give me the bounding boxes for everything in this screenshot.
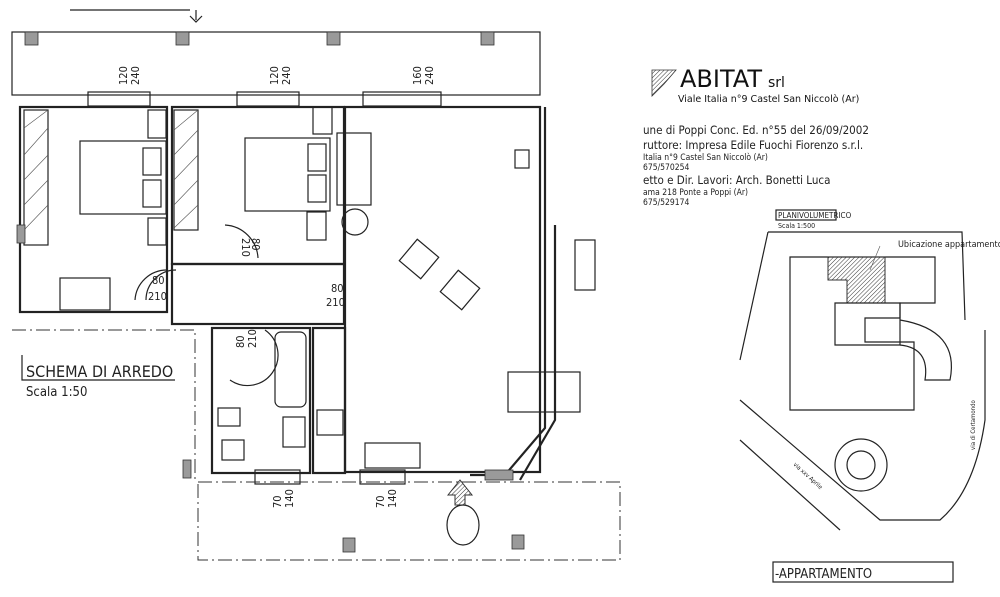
company-name: ABITAT xyxy=(680,65,762,93)
dim-label: 80 xyxy=(152,274,165,287)
hallway xyxy=(170,262,346,326)
top-terrace xyxy=(11,31,541,96)
fireplace xyxy=(574,239,596,291)
window xyxy=(236,91,300,107)
pillar xyxy=(480,31,495,46)
wardrobe xyxy=(23,109,49,246)
company-suffix: srl xyxy=(768,75,785,91)
nightstand xyxy=(147,217,167,246)
dim-label: 140 xyxy=(386,489,399,508)
location-label: Ubicazione appartamento xyxy=(898,240,1000,250)
nightstand xyxy=(147,109,167,139)
entrance-arrow-icon xyxy=(446,479,474,506)
desk xyxy=(59,277,111,311)
info-line: 675/529174 xyxy=(643,198,689,208)
sofa xyxy=(336,132,372,206)
floor-plan-scale: Scala 1:50 xyxy=(26,385,87,400)
dim-label: 70 xyxy=(374,495,387,508)
floor-plan-title: SCHEMA DI ARREDO xyxy=(26,362,173,381)
site-plan-scale: Scala 1:500 xyxy=(778,222,815,230)
apartment-location xyxy=(827,256,886,304)
info-line: ruttore: Impresa Edile Fuochi Fiorenzo s… xyxy=(643,138,863,152)
pillar xyxy=(24,31,39,46)
pillar xyxy=(326,31,341,46)
company-header: ABITAT srl Viale Italia n°9 Castel San N… xyxy=(643,65,869,208)
bottom-balcony xyxy=(197,481,621,561)
nightstand xyxy=(312,106,333,135)
street-label: via xxv Aprile xyxy=(792,461,824,491)
info-line: ama 218 Ponte a Poppi (Ar) xyxy=(643,188,748,198)
dim-label: 240 xyxy=(280,66,293,85)
dim-label: 120 xyxy=(117,66,130,85)
pillar xyxy=(175,31,190,46)
wardrobe xyxy=(173,109,199,231)
sink xyxy=(282,416,306,448)
dim-label: 240 xyxy=(129,66,142,85)
info-line: 675/570254 xyxy=(643,163,689,173)
dim-label: 210 xyxy=(326,296,345,309)
site-plan: PLANIVOLUMETRICO Scala 1:500 Ubicazione … xyxy=(739,209,1000,531)
bathtub xyxy=(274,331,307,408)
footer-label: -APPARTAMENTO xyxy=(775,567,872,582)
entry-arrow-icon xyxy=(70,9,203,23)
door-swing xyxy=(224,224,259,259)
info-line: etto e Dir. Lavori: Arch. Bonetti Luca xyxy=(643,173,830,187)
window xyxy=(362,91,442,107)
armchair xyxy=(398,238,440,280)
window xyxy=(87,91,151,107)
double-bed xyxy=(244,137,331,212)
dim-label: 70 xyxy=(271,495,284,508)
bedroom-1 xyxy=(18,105,169,314)
site-plan-title: PLANIVOLUMETRICO xyxy=(778,211,852,220)
living-room xyxy=(343,105,542,474)
bathroom xyxy=(210,326,312,475)
dim-label: 120 xyxy=(268,66,281,85)
company-address: Viale Italia n°9 Castel San Niccolò (Ar) xyxy=(678,94,859,105)
dim-label: 160 xyxy=(411,66,424,85)
bidet xyxy=(217,407,241,427)
kitchen xyxy=(311,326,347,475)
armchair xyxy=(439,269,481,311)
info-line: une di Poppi Conc. Ed. n°55 del 26/09/20… xyxy=(643,123,869,137)
company-logo xyxy=(651,69,677,97)
footer-label-box xyxy=(772,561,954,583)
building-footprint xyxy=(789,256,936,411)
dim-label: 210 xyxy=(239,238,252,257)
nightstand xyxy=(306,211,327,241)
double-bed xyxy=(79,140,167,215)
dim-label: 210 xyxy=(148,290,167,303)
street-label: via di Certamondo xyxy=(970,400,977,451)
toilet xyxy=(221,439,245,461)
info-line: Italia n°9 Castel San Niccolò (Ar) xyxy=(643,152,768,163)
dim-label: 80 xyxy=(249,238,262,251)
dim-label: 80 xyxy=(234,335,247,348)
floor-plan: 120 240 120 240 160 240 80 210 80 210 80… xyxy=(11,9,621,561)
kitchen-sink xyxy=(364,442,421,469)
round-table xyxy=(341,208,369,236)
dim-label: 240 xyxy=(423,66,436,85)
door-swing xyxy=(134,269,168,301)
dim-label: 210 xyxy=(246,329,259,348)
dim-label: 140 xyxy=(283,489,296,508)
stove xyxy=(316,409,344,436)
dim-label: 80 xyxy=(331,282,344,295)
round-planter xyxy=(446,504,480,546)
